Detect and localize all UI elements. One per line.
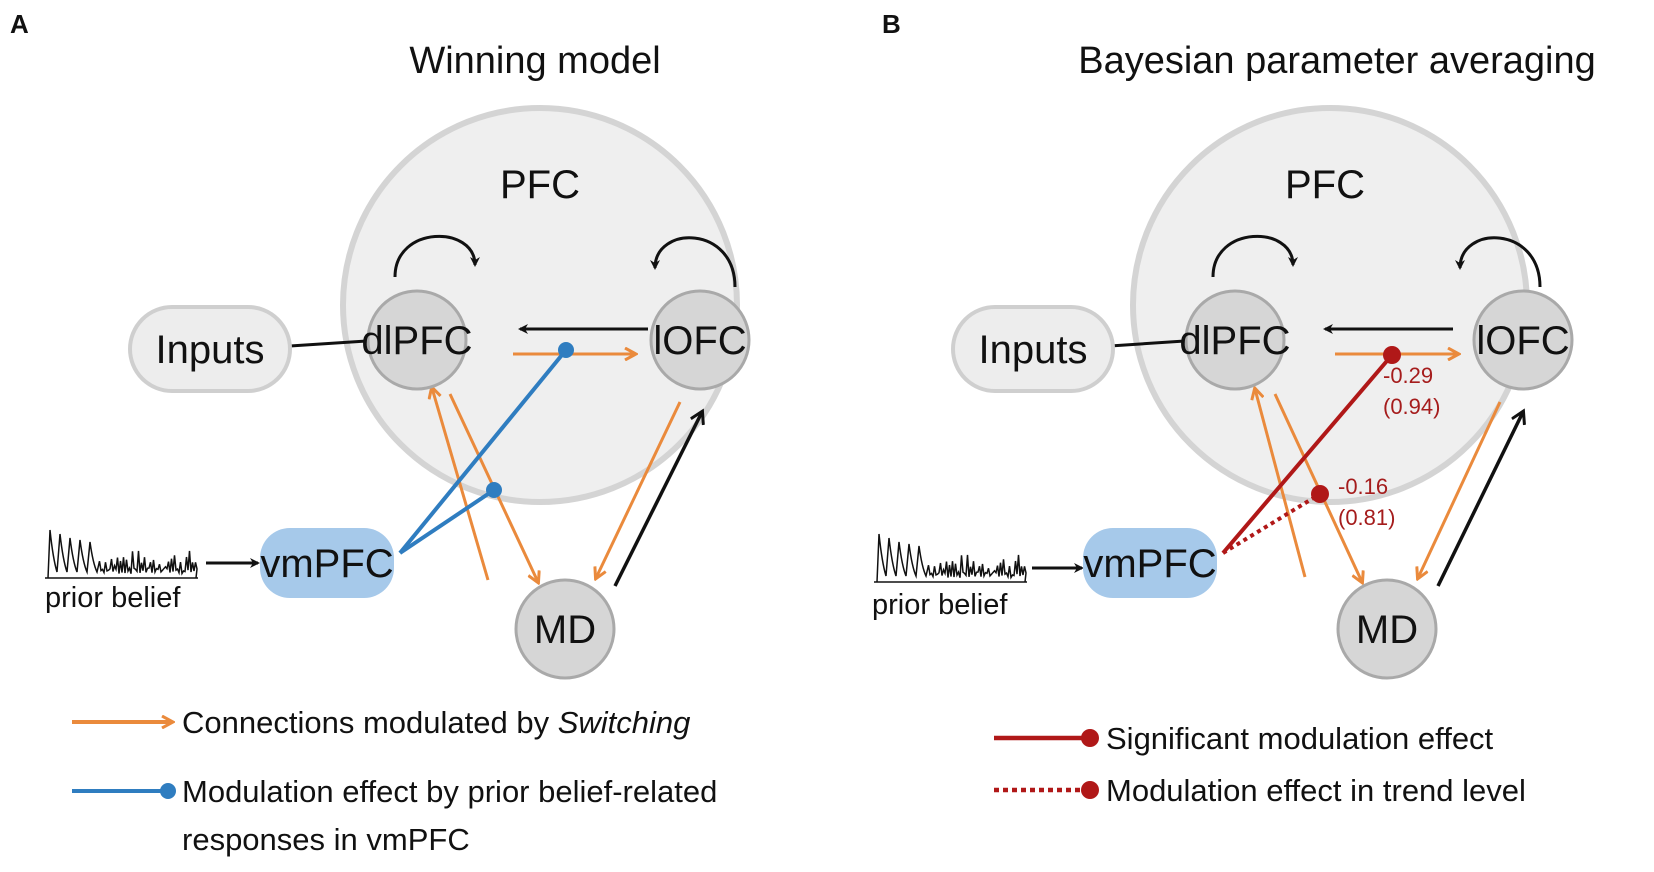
- significant-modulation-endpoint: [1383, 346, 1401, 364]
- md-label: MD: [534, 608, 596, 652]
- lofc-node: [649, 289, 751, 391]
- annotation-value-2: -0.16: [1338, 474, 1388, 499]
- dlpfc-node: [366, 289, 468, 391]
- lofc-to-md-orange-arrow: [1418, 401, 1502, 578]
- inputs-node: [951, 305, 1115, 393]
- lofc-node: [1472, 289, 1574, 391]
- pfc-region: [340, 105, 740, 505]
- lofc-to-md-orange-arrow: [596, 401, 682, 578]
- prior-belief-label: prior belief: [872, 589, 1008, 621]
- legend-red-dotted-dot: [1081, 781, 1099, 799]
- panel-a-title: Winning model: [409, 40, 660, 82]
- panel-b: B Bayesian parameter averaging PFC -0.29…: [872, 9, 1596, 808]
- lofc-label: lOFC: [1476, 319, 1569, 363]
- annotation-prob-2: (0.81): [1338, 505, 1395, 530]
- md-to-lofc-arrow: [1436, 412, 1523, 587]
- lofc-self-loop-arrow: [650, 236, 737, 288]
- trend-modulation-endpoint: [1311, 485, 1329, 503]
- md-to-dlpfc-orange-arrow: [1255, 389, 1307, 578]
- legend-blue-text-line2: responses in vmPFC: [182, 822, 470, 857]
- pfc-label: PFC: [1285, 163, 1365, 207]
- legend-blue-dot: [160, 783, 176, 799]
- legend-significant-text: Significant modulation effect: [1106, 721, 1494, 756]
- legend-blue-text-line1: Modulation effect by prior belief-relate…: [182, 774, 717, 809]
- inputs-node: [128, 305, 292, 393]
- vmpfc-label: vmPFC: [1083, 542, 1216, 586]
- modulation-endpoint-upper: [558, 342, 574, 358]
- panel-b-title: Bayesian parameter averaging: [1078, 40, 1596, 82]
- md-to-dlpfc-orange-arrow: [432, 388, 490, 581]
- md-label: MD: [1356, 608, 1418, 652]
- vmpfc-modulation-line-upper: [398, 348, 568, 555]
- prior-belief-signal: [47, 529, 198, 579]
- legend-trend-text: Modulation effect in trend level: [1106, 773, 1526, 808]
- dlpfc-node: [1184, 289, 1286, 391]
- dlpfc-self-loop-arrow: [1211, 235, 1298, 278]
- pfc-label: PFC: [500, 163, 580, 207]
- lofc-self-loop-arrow: [1455, 236, 1542, 288]
- annotation-value-1: -0.29: [1383, 363, 1433, 388]
- panel-letter-a: A: [10, 9, 29, 39]
- prior-belief-label: prior belief: [45, 582, 181, 614]
- dlpfc-self-loop-arrow: [393, 235, 480, 278]
- vmpfc-label: vmPFC: [260, 542, 393, 586]
- legend-red-solid-dot: [1081, 729, 1099, 747]
- vmpfc-node: [1083, 528, 1217, 598]
- vmpfc-modulation-line-lower: [398, 488, 496, 555]
- dlpfc-label: dlPFC: [361, 319, 472, 363]
- vmpfc-node: [260, 528, 394, 598]
- prior-belief-signal: [876, 533, 1027, 583]
- md-to-lofc-arrow: [613, 412, 702, 587]
- inputs-label: Inputs: [979, 328, 1088, 372]
- lofc-label: lOFC: [653, 319, 746, 363]
- significant-modulation-line: [1221, 353, 1394, 555]
- legend-orange-text-emphasis: Switching: [558, 705, 691, 740]
- panel-a: A Winning model PFC prior belief Inputs …: [10, 9, 751, 857]
- md-node: [514, 578, 616, 680]
- legend-orange-text: Connections modulated by Switching: [182, 705, 690, 740]
- annotation-prob-1: (0.94): [1383, 394, 1440, 419]
- modulation-endpoint-lower: [486, 482, 502, 498]
- inputs-label: Inputs: [156, 328, 265, 372]
- md-node: [1336, 578, 1438, 680]
- trend-modulation-line: [1221, 492, 1322, 555]
- legend-orange-text-main: Connections modulated by: [182, 705, 558, 740]
- panel-letter-b: B: [882, 9, 901, 39]
- dlpfc-label: dlPFC: [1179, 319, 1290, 363]
